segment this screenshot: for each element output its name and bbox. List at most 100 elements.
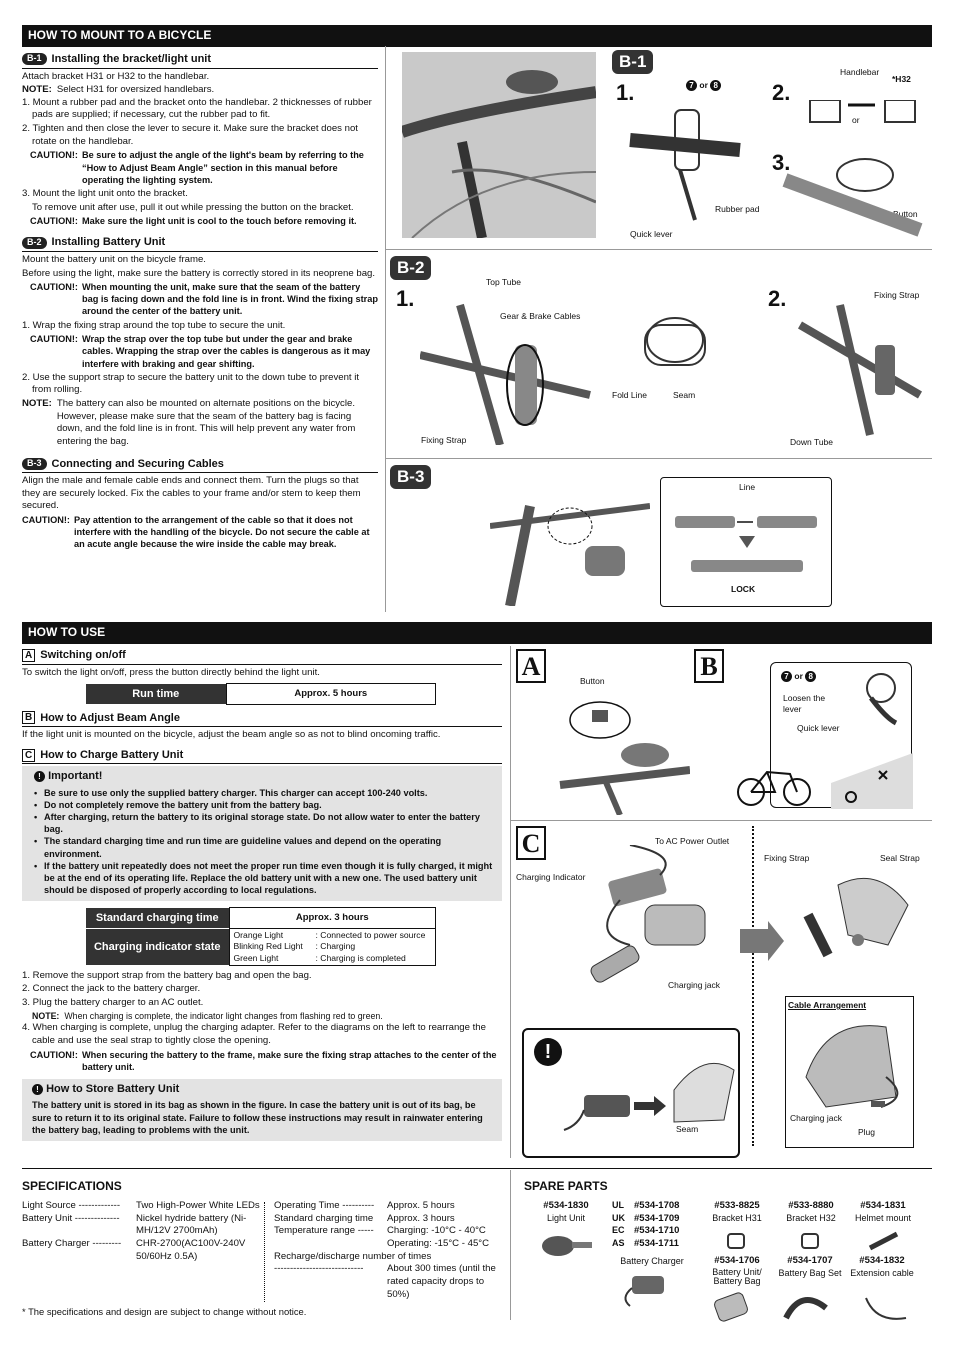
diagram-b1-step1: 1. [616, 80, 635, 105]
run-time-label: Run time [86, 683, 226, 705]
charge-step2: 2. Connect the jack to the battery charg… [22, 983, 201, 995]
spec-value: About 300 times (until the rated capacit… [387, 1263, 496, 1300]
important-item: Be sure to use only the supplied battery… [34, 787, 494, 799]
use-a-letter: A [22, 648, 36, 662]
diagram-divider-2 [386, 458, 932, 459]
use-a-heading-text: Switching on/off [40, 649, 126, 661]
charger-code-row: AS#534-1711 [612, 1238, 692, 1251]
c-dotted-divider [752, 826, 754, 1146]
spare-helmet-mount: #534-1831 Helmet mount [850, 1200, 916, 1224]
region-code: EC [612, 1225, 625, 1236]
specs-title: SPECIFICATIONS [22, 1179, 122, 1193]
b-quick-lever-label: Quick lever [797, 723, 840, 733]
part-name: Extension cable [850, 1267, 914, 1278]
indicator-state-row: Orange Light: Connected to power source [234, 930, 432, 941]
caution-label: CAUTION!: [30, 216, 78, 227]
bike-photo-illustration [400, 70, 597, 240]
caution-text: Be sure to adjust the angle of the light… [81, 150, 364, 185]
b1-caution2: CAUTION!:Make sure the light unit is coo… [30, 215, 378, 227]
std-charging-label: Standard charging time [86, 907, 229, 929]
b3-caution: CAUTION!:Pay attention to the arrangemen… [22, 514, 378, 550]
diagram-c-letter: C [516, 826, 546, 860]
use-b-heading-text: How to Adjust Beam Angle [40, 711, 180, 724]
diagram-divider-1 [386, 249, 932, 250]
spare-title: SPARE PARTS [524, 1179, 608, 1193]
store-box: ! How to Store Battery Unit The battery … [22, 1078, 502, 1141]
spare-light-unit: #534-1830 Light Unit [530, 1200, 602, 1268]
b1-tag: B-1 [22, 53, 47, 66]
state-light: Green Light [233, 952, 279, 963]
or-text: or [699, 80, 708, 90]
cable-arrangement-drawing [805, 1025, 899, 1108]
spec-row: ---------------------------- About 300 ti… [274, 1263, 502, 1301]
part-number: #534-1832 [859, 1255, 905, 1266]
diagram-b1-tag: B-1 [612, 50, 654, 75]
use-text-column: A Switching on/off To switch the light o… [22, 646, 502, 1141]
part-number: #534-1711 [634, 1237, 679, 1249]
spare-battery-unit: #534-1706 Battery Unit/ Battery Bag [704, 1255, 770, 1287]
b1-quick-lever-label: Quick lever [630, 229, 673, 239]
b2-seam-label: Seam [673, 390, 696, 400]
important-item: After charging, return the battery to it… [34, 811, 494, 835]
alert-icon: ! [34, 771, 45, 783]
important-list: Be sure to use only the supplied battery… [34, 787, 494, 896]
spec-key: Standard charging time [274, 1212, 374, 1224]
spec-row: Light Source -------------Two High-Power… [22, 1200, 272, 1213]
c-charging-indicator-label: Charging Indicator [516, 872, 586, 882]
state-meaning: : Connected to power source [315, 930, 426, 941]
b2-heading-text: Installing Battery Unit [51, 236, 166, 249]
cable-arrangement-title: Cable Arrangement [788, 1000, 867, 1010]
indicator-label: Charging indicator state [86, 928, 229, 966]
cable-arrangement-box: Cable Arrangement Charging jack Plug [785, 996, 914, 1148]
spec-key: Temperature range ----- [274, 1225, 374, 1237]
spare-extension-cable: #534-1832 Extension cable [846, 1255, 918, 1279]
state-meaning: : Charging is completed [315, 952, 406, 963]
spec-spare-divider [510, 1170, 511, 1320]
charge-step3: 3. Plug the battery charger to an AC out… [22, 997, 204, 1008]
caution-label: CAUTION!: [30, 282, 78, 293]
spec-value: Approx. 3 hours [387, 1212, 455, 1224]
b1-remove: To remove unit after use, pull it out wh… [32, 201, 354, 213]
spec-key: Recharge/discharge number of times [274, 1250, 432, 1262]
store-text: The battery unit is stored in its bag as… [32, 1100, 483, 1135]
note-label: NOTE: [22, 84, 52, 96]
state-light: Blinking Red Light [233, 941, 303, 952]
spec-key [274, 1238, 387, 1251]
diagram-b-letter: B [694, 649, 724, 683]
light-unit-icon [542, 1236, 592, 1257]
or-text: or [794, 671, 803, 681]
use-c-letter: C [22, 748, 36, 762]
c-bag-drawing [740, 877, 909, 961]
spec-key: Battery Charger --------- [22, 1237, 122, 1249]
b2-diagram-drawing [420, 303, 923, 445]
seam-detail-box: ! Seam [522, 1028, 740, 1158]
c-charging-jack-label-2: Charging jack [790, 1113, 842, 1123]
bottom-divider [22, 1168, 932, 1169]
mount-divider [385, 46, 386, 612]
caution-label: CAUTION!: [22, 515, 70, 526]
b2-heading: B-2 Installing Battery Unit [22, 235, 378, 252]
run-time-value: Approx. 5 hours [225, 683, 436, 705]
indicator-state-row: Blinking Red Light : Charging [234, 941, 432, 952]
b3-connector-drawing [675, 516, 817, 572]
indicator-state-row: Green Light : Charging is completed [234, 953, 432, 964]
c-seal-strap-label: Seal Strap [880, 853, 920, 863]
part-name: Battery Bag Set [778, 1267, 842, 1278]
b1-step1: 1. Mount a rubber pad and the bracket on… [22, 96, 372, 121]
brackets-icons [727, 1231, 899, 1251]
b-lever-drawing [831, 673, 913, 809]
b3-text: Align the male and female cable ends and… [22, 475, 361, 512]
spec-key: ---------------------------- [274, 1263, 364, 1275]
note-label: NOTE: [32, 1010, 60, 1021]
diagram-b2-step2: 2. [768, 286, 787, 311]
b2-down-tube-label: Down Tube [790, 437, 833, 447]
note-text: When charging is complete, the indicator… [64, 1010, 383, 1021]
use-b-letter: B [22, 711, 36, 725]
charger-code-row: EC#534-1710 [612, 1225, 692, 1238]
b2-caution1: CAUTION!:When mounting the unit, make su… [30, 281, 378, 317]
caution-text: Wrap the strap over the top tube but und… [81, 334, 371, 369]
store-heading-text: How to Store Battery Unit [46, 1082, 180, 1095]
b3-detail-box: Line LOCK [660, 477, 832, 607]
part-number: #534-1830 [543, 1200, 589, 1211]
state-meaning: : Charging [315, 941, 356, 952]
